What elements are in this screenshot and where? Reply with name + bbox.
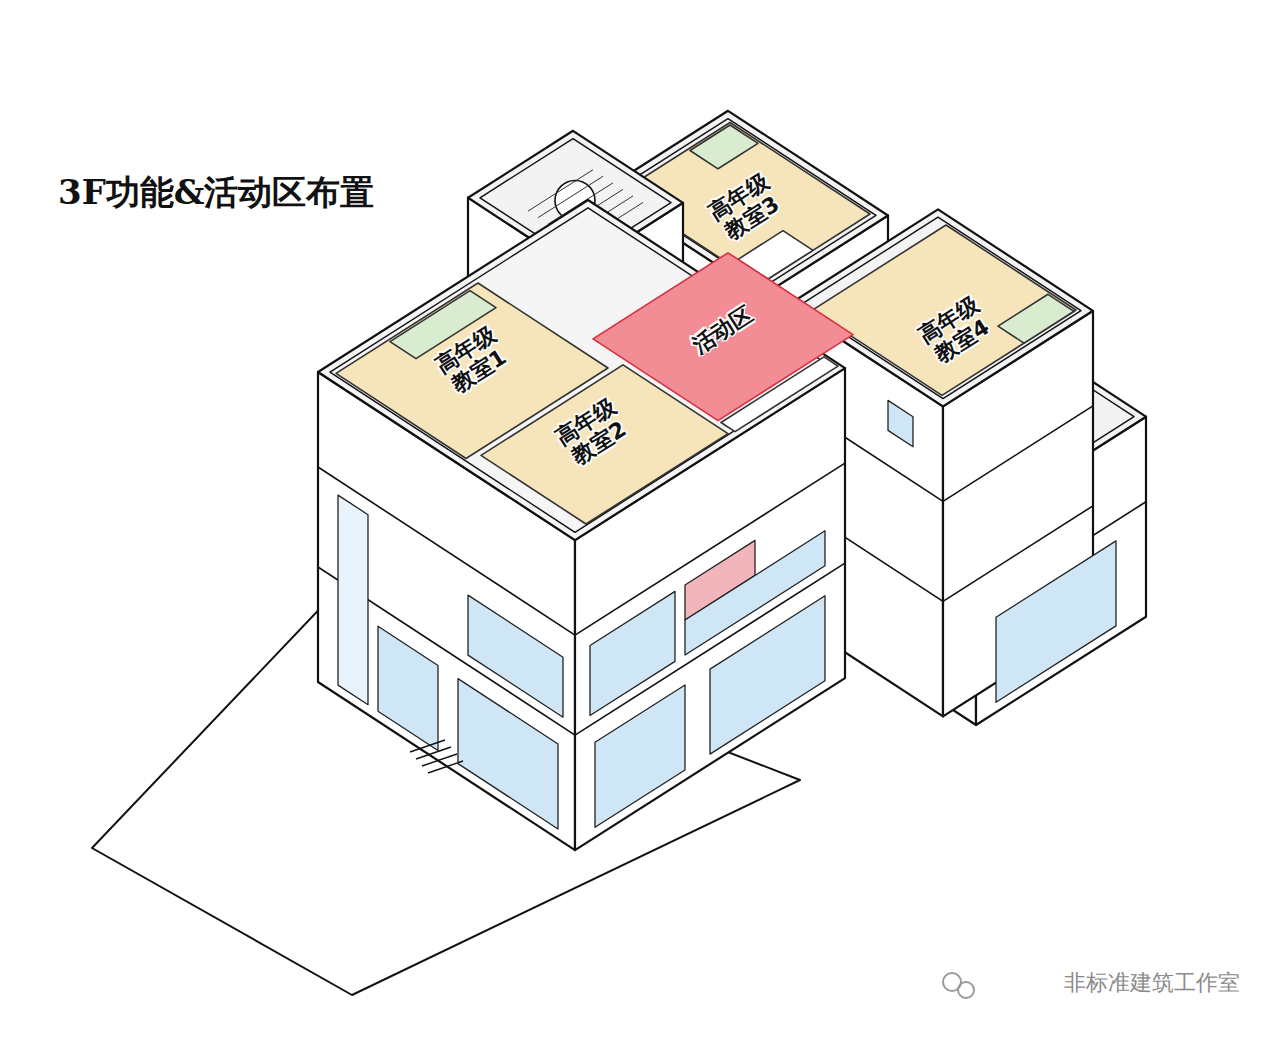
room-name: 高年级 教室4 — [910, 289, 1000, 372]
window-glass — [710, 596, 825, 754]
watermark-icon — [958, 982, 974, 998]
window-glass — [378, 626, 438, 750]
room-label: 高年级 教室4 — [907, 286, 1003, 374]
activity-floor — [593, 253, 853, 421]
room-name: 高年级 教室3 — [700, 166, 790, 249]
window-panel — [690, 125, 758, 169]
tall-window — [338, 495, 368, 705]
room-floor — [812, 225, 1076, 395]
room-name: 活动区 — [684, 299, 761, 361]
floor-line — [943, 406, 1093, 502]
room-label: 高年级 教室3 — [697, 163, 793, 251]
room-name: 高年级 教室1 — [427, 319, 517, 402]
room-name: 高年级 教室2 — [547, 391, 637, 474]
small-window — [888, 400, 913, 446]
diagram-title: 3F功能&活动区布置 — [58, 170, 375, 216]
watermark: 非标准建筑工作室 — [1064, 968, 1240, 998]
window-glass — [996, 541, 1116, 702]
corridor-floor — [721, 357, 838, 432]
room-label: 活动区 — [681, 296, 763, 363]
entrance-step — [428, 761, 463, 773]
room-label: 高年级 教室2 — [544, 388, 640, 476]
window-glass — [590, 591, 675, 715]
window-panel — [998, 294, 1074, 343]
room-label: 高年级 教室1 — [424, 316, 520, 404]
window-glass — [458, 679, 558, 829]
window-glass — [595, 685, 685, 827]
